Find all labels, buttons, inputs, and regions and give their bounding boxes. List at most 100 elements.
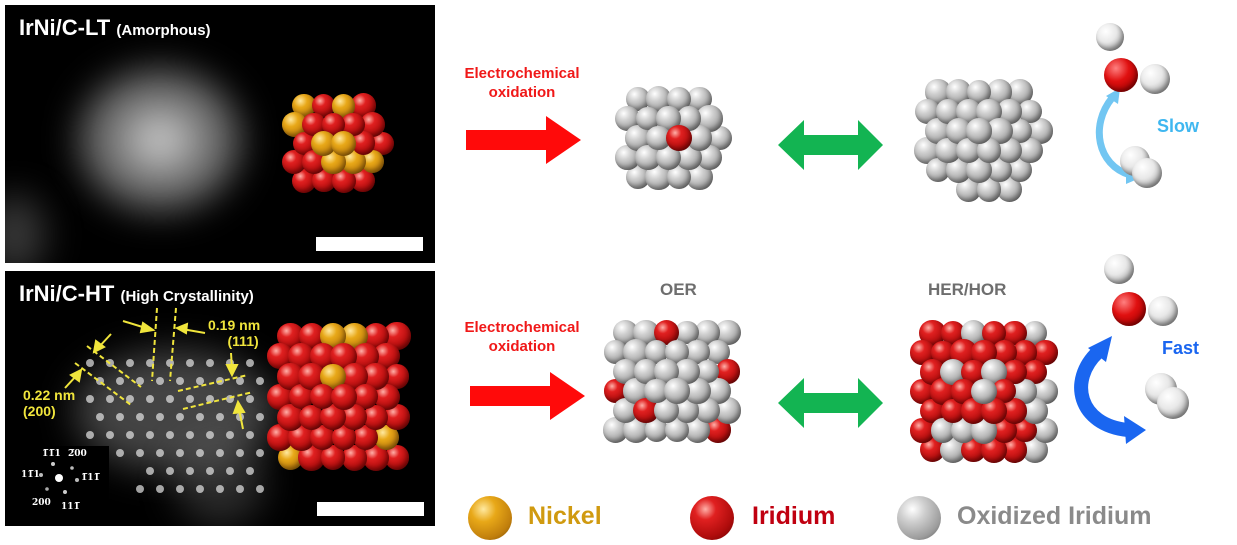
atom-column [116, 449, 124, 457]
iridium-atom [331, 168, 356, 193]
atom-column [186, 359, 194, 367]
oxidized-iridium-atom [644, 418, 669, 442]
iridium-atom [331, 383, 357, 410]
equilibrium-arrow-top [778, 120, 883, 170]
iridium-atom [351, 131, 375, 155]
iridium-atom [1013, 418, 1037, 443]
atom-column [186, 467, 194, 475]
nickel-atom [292, 94, 316, 118]
atom-column [236, 449, 244, 457]
oxidation-arrow-top [466, 116, 581, 164]
label-line: oxidation [488, 338, 556, 355]
iridium-atom [603, 379, 628, 403]
atom-column [86, 431, 94, 439]
atom-column [206, 467, 214, 475]
atom-column [106, 395, 114, 403]
dashed-line [151, 307, 158, 382]
atom-column [186, 395, 194, 403]
oxidized-iridium-atom-icon [897, 496, 941, 540]
panel-title: IrNi/C-LT (Amorphous) [19, 15, 211, 41]
fully-oxidized-cluster [905, 60, 1055, 210]
atom-column [146, 467, 154, 475]
curved-arrow [1074, 346, 1130, 437]
atom-column [256, 413, 264, 421]
stem-image-amorphous: IrNi/C-LT (Amorphous) [5, 5, 435, 263]
oxidized-iridium-atom [1018, 99, 1042, 124]
hydrogen-atom-icon [1132, 158, 1162, 188]
nickel-atom-icon [468, 496, 512, 540]
water-molecule [1092, 252, 1182, 352]
lattice-spacing: 0.22 nm [23, 387, 76, 403]
atom-column [136, 449, 144, 457]
atom-column [216, 413, 224, 421]
fft-label: 1̅1̅1 [42, 449, 61, 459]
iridium-atom [292, 131, 316, 155]
iridium-atom [312, 168, 336, 193]
fft-spot [75, 478, 79, 482]
label-line: oxidation [488, 84, 556, 101]
lattice-label-200: 0.22 nm (200) [23, 387, 75, 419]
lattice-label-111: 0.19 nm (111) [208, 317, 260, 349]
rate-label-fast: Fast [1162, 338, 1199, 359]
legend-label: Nickel [528, 502, 602, 530]
atom-column [246, 431, 254, 439]
atom-column [256, 485, 264, 493]
atom-column [126, 359, 134, 367]
atom-column [246, 359, 254, 367]
oxidized-iridium-atom [636, 106, 660, 131]
atom-column [146, 431, 154, 439]
green-double-arrow [778, 378, 883, 428]
legend-label: Oxidized Iridium [957, 502, 1152, 530]
dashed-line [74, 362, 132, 406]
atom-column [226, 431, 234, 439]
sample-descriptor: (High Crystallinity) [120, 288, 254, 305]
oer-label: OER [660, 280, 697, 299]
hydrogen-atom-icon [1140, 64, 1170, 94]
atom-column [156, 449, 164, 457]
rate-text: Fast [1162, 338, 1200, 358]
atom-column [196, 485, 204, 493]
atom-column [166, 395, 174, 403]
atom-column [176, 449, 184, 457]
atom-column [166, 431, 174, 439]
atom-column [236, 377, 244, 385]
atom-column [116, 377, 124, 385]
fft-label: 1̅11̅ [81, 473, 100, 483]
atom-column [146, 359, 154, 367]
stem-image-crystalline: IrNi/C-HT (High Crystallinity) 0.1 [5, 271, 435, 526]
hydrogen-molecule [1118, 142, 1178, 192]
arrow-head [1124, 416, 1146, 444]
nickel-atom [331, 130, 356, 156]
atom-column [126, 395, 134, 403]
atom-column [206, 395, 214, 403]
atom-column [196, 377, 204, 385]
fft-label: 111̅ [61, 502, 80, 512]
hydrogen-molecule [1145, 373, 1205, 423]
atom-column [176, 485, 184, 493]
atom-column [246, 395, 254, 403]
atom-column [246, 467, 254, 475]
irni-crystalline-cluster-model [266, 322, 417, 473]
label-line: Electrochemical [464, 65, 580, 82]
reduced-crystalline-cluster [910, 318, 1060, 473]
fast-cycle-arrow [1074, 336, 1146, 444]
oxidized-iridium-atom [665, 340, 689, 364]
nickel-atom [361, 150, 385, 174]
label-line: Electrochemical [464, 319, 580, 336]
atom-column [226, 467, 234, 475]
lattice-plane: (200) [23, 403, 56, 419]
atomic-lattice [86, 359, 264, 493]
fft-label: 200 [32, 498, 51, 508]
fft-label: 2̅00 [68, 449, 87, 459]
oxidized-iridium-atom [675, 320, 699, 345]
atom-column [146, 395, 154, 403]
atom-column [236, 485, 244, 493]
iridium-atom [312, 94, 336, 118]
iridium-atom [931, 340, 955, 365]
fft-center-spot [55, 474, 63, 482]
oxidized-iridium-atom [664, 378, 690, 404]
fft-spot [70, 466, 74, 470]
iridium-atom [666, 125, 692, 151]
legend-label: Iridium [752, 502, 836, 530]
green-double-arrow [778, 120, 883, 170]
